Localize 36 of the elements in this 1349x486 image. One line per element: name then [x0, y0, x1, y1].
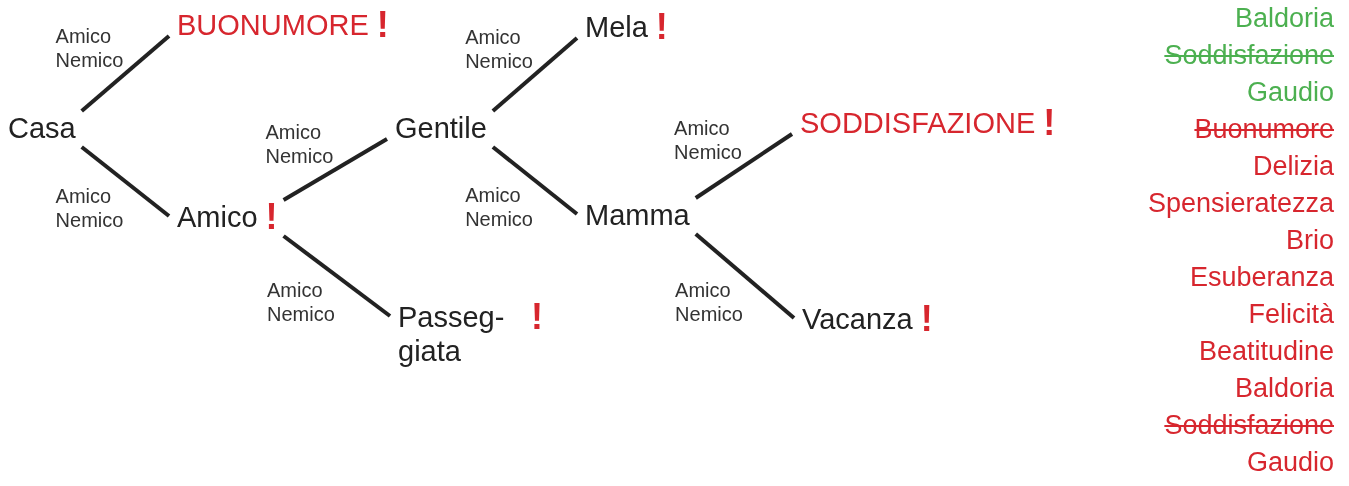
node-label: Mamma: [585, 198, 690, 232]
node-label: Mela: [585, 10, 648, 44]
node-label: BUONUMORE: [177, 8, 369, 42]
word-list-item: Baldoria: [1234, 2, 1334, 35]
exclamation-mark: !: [1043, 106, 1056, 140]
node-label: Passeg- giata: [398, 300, 523, 368]
connector-line: [694, 232, 796, 320]
word-list-item: Soddisfazione: [1164, 409, 1334, 442]
node-label: Amico: [177, 200, 258, 234]
exclamation-mark: !: [376, 8, 389, 42]
word-list-item: Beatitudine: [1198, 335, 1334, 368]
connector-line: [491, 36, 579, 113]
exclamation-mark: !: [920, 302, 933, 336]
connector-line: [80, 145, 171, 218]
exclamation-mark: !: [655, 10, 668, 44]
word-list-item: Spensieratezza: [1147, 187, 1334, 220]
node-label: Casa: [8, 111, 76, 145]
exclamation-mark: !: [265, 200, 278, 234]
connector-line: [80, 34, 171, 113]
connector-line: [491, 145, 579, 216]
word-list-item: Soddisfazione: [1164, 39, 1334, 72]
exclamation-mark: !: [531, 300, 543, 334]
connector-line: [694, 132, 794, 200]
word-list-item: Brio: [1286, 224, 1334, 257]
word-list-item: Esuberanza: [1189, 261, 1334, 294]
word-list-item: Felicità: [1248, 298, 1334, 331]
node-label: Vacanza: [802, 302, 913, 336]
word-list-item: Baldoria: [1234, 372, 1334, 405]
word-list-item: Gaudio: [1246, 446, 1334, 479]
connector-line: [282, 234, 392, 318]
node-label: Gentile: [395, 111, 487, 145]
connector-line: [282, 137, 388, 202]
node-label: SODDISFAZIONE: [800, 106, 1036, 140]
word-list-item: Gaudio: [1246, 76, 1334, 109]
word-list-item: Buonumore: [1194, 113, 1334, 146]
word-list-item: Delizia: [1252, 150, 1334, 183]
